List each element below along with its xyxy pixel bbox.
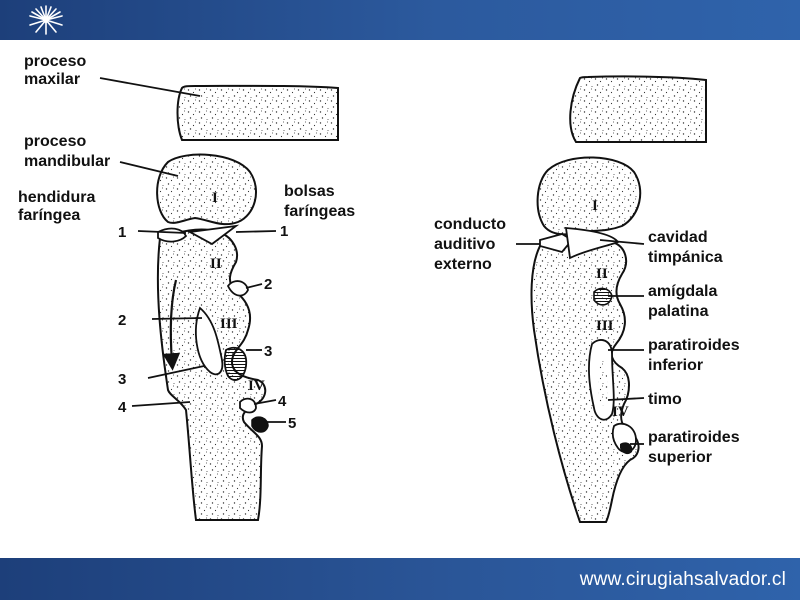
left-pouch-number-3: 3 <box>264 343 272 360</box>
right-arch-numeral-1: I <box>592 198 598 214</box>
left-cervical-sinus <box>195 306 224 376</box>
header-bar <box>0 0 800 40</box>
left-cleft-number-4: 4 <box>118 399 127 416</box>
right-tympanic-pouch <box>539 233 574 254</box>
right-maxillary-process <box>569 75 707 143</box>
left-pouch-number-4: 4 <box>278 393 287 410</box>
label-ear-canal-line2: auditivo <box>434 236 496 253</box>
label-mandibular-line2: mandibular <box>24 153 110 170</box>
right-lower-column <box>530 240 640 523</box>
left-arch-numeral-1: I <box>212 190 218 206</box>
right-arch-numeral-4: IV <box>612 404 629 420</box>
label-maxillary-line1: proceso <box>24 53 86 70</box>
sun-logo-icon <box>29 5 63 35</box>
right-diagram: conducto auditivo externo cavidad timpán… <box>434 75 740 523</box>
left-arch-numeral-2: II <box>210 256 222 272</box>
left-pouch-number-1: 1 <box>280 223 288 240</box>
left-arch-1 <box>156 153 257 226</box>
left-lower-column <box>156 228 267 521</box>
right-arch-numeral-3: III <box>596 318 614 334</box>
label-pouches-line1: bolsas <box>284 183 335 200</box>
label-tonsil-line2: palatina <box>648 303 709 320</box>
label-pouches-line2: faríngeas <box>284 203 355 220</box>
label-parathyroid-sup-line1: paratiroides <box>648 429 740 446</box>
label-parathyroid-inf-line2: inferior <box>648 357 703 374</box>
left-cleft-number-3: 3 <box>118 371 126 388</box>
right-thymus-inner <box>598 358 609 406</box>
label-tympanic-line2: timpánica <box>648 249 723 266</box>
right-parathyroid-superior-dark <box>620 442 633 455</box>
footer-website-url[interactable]: www.cirugiahsalvador.cl <box>579 569 786 590</box>
label-parathyroid-sup-line2: superior <box>648 449 712 466</box>
left-growth-arrow <box>162 279 181 371</box>
label-cleft-line2: faríngea <box>18 207 80 224</box>
pharyngeal-arches-figure: proceso maxilar proceso mandibular hendi… <box>18 53 740 523</box>
label-maxillary-line2: maxilar <box>24 71 80 88</box>
left-pouch-number-2: 2 <box>264 276 272 293</box>
left-cleft-number-2: 2 <box>118 312 126 329</box>
left-pouch-4 <box>239 397 257 414</box>
left-pouch-3 <box>223 346 248 381</box>
label-parathyroid-inf-line1: paratiroides <box>648 337 740 354</box>
left-cleft-1 <box>157 227 188 243</box>
label-mandibular-line1: proceso <box>24 133 86 150</box>
left-maxillary-process <box>176 84 339 141</box>
label-ear-canal-line1: conducto <box>434 216 506 233</box>
left-pouch-5 <box>251 416 269 433</box>
left-pouch-2 <box>226 280 249 297</box>
label-tympanic-line1: cavidad <box>648 229 708 246</box>
left-pouch-1 <box>187 224 240 246</box>
right-arch-1 <box>536 156 642 236</box>
label-ear-canal-line3: externo <box>434 256 492 273</box>
right-arch-numeral-2: II <box>596 266 608 282</box>
label-thymus: timo <box>648 391 682 408</box>
left-arch-numeral-3: III <box>220 316 238 332</box>
footer-bar: www.cirugiahsalvador.cl <box>0 558 800 600</box>
left-pouch-number-5: 5 <box>288 415 296 432</box>
left-diagram: proceso maxilar proceso mandibular hendi… <box>18 53 355 521</box>
left-arch-numeral-4: IV <box>248 378 265 394</box>
label-tonsil-line1: amígdala <box>648 283 717 300</box>
label-cleft-line1: hendidura <box>18 189 95 206</box>
left-cleft-number-1: 1 <box>118 224 126 241</box>
